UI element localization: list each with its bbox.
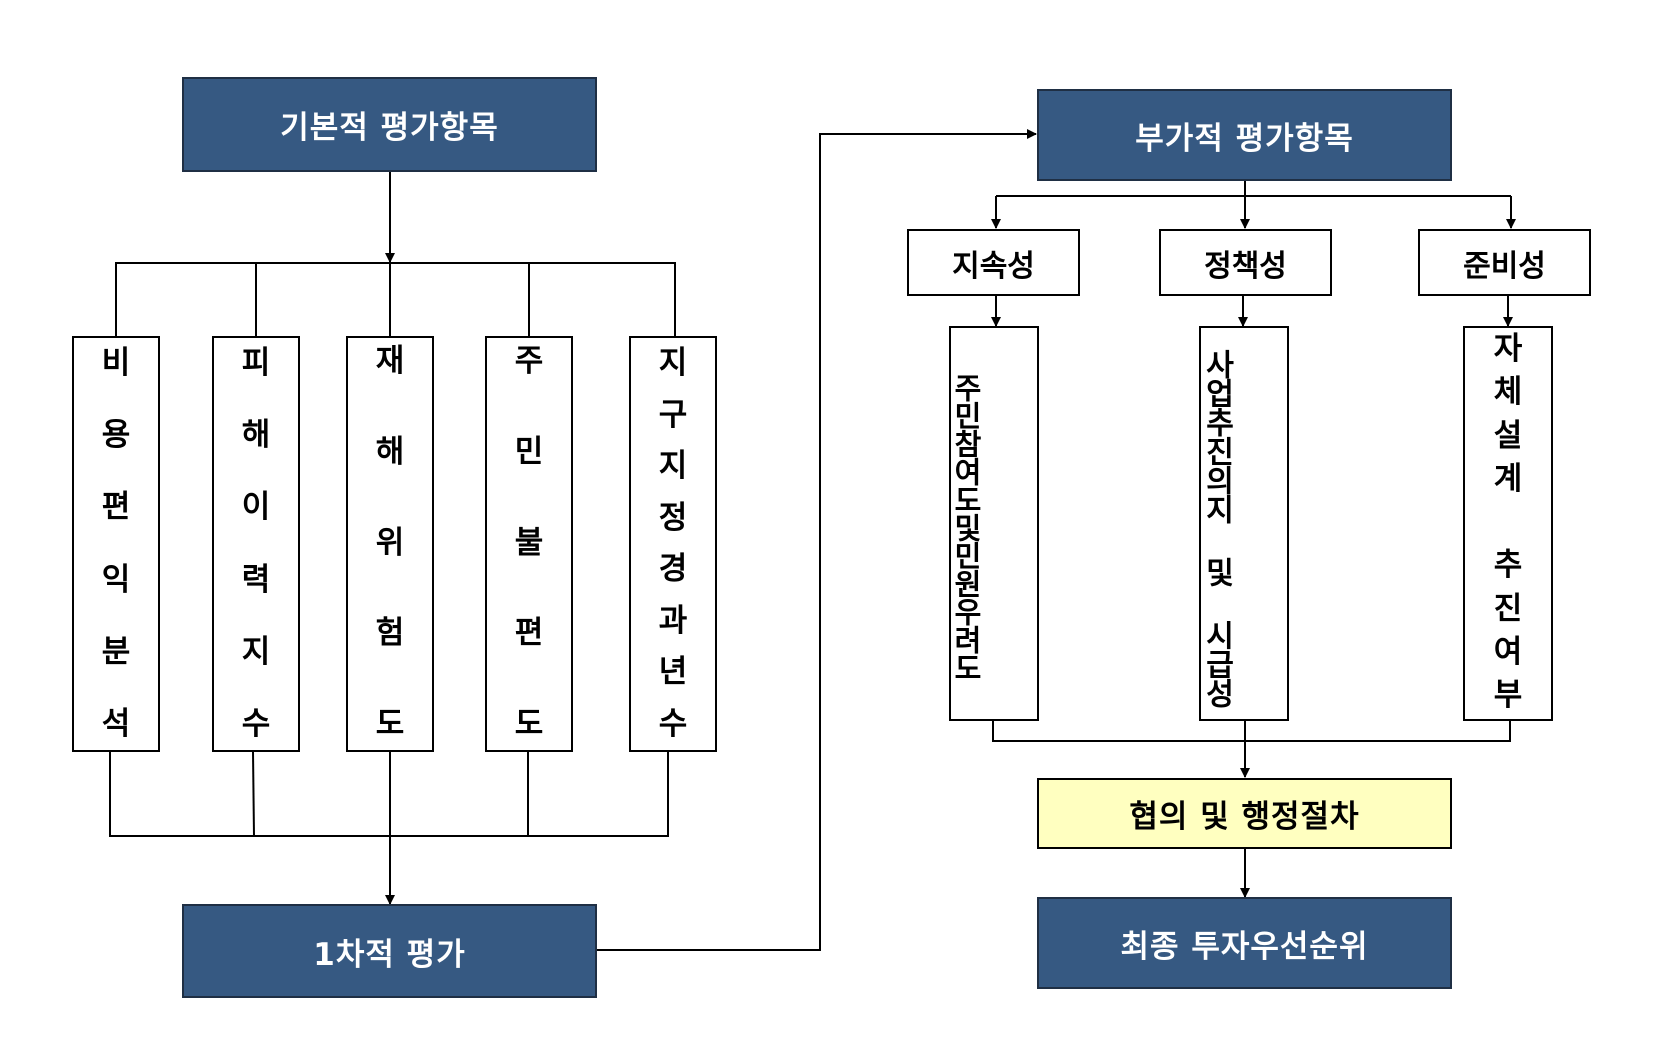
vertical-label-char: 익 (101, 561, 131, 598)
first-evaluation-box: 1차적 평가 (182, 904, 597, 998)
detail-project-will: 사업추진의지 및 시급성 (1199, 326, 1289, 721)
vertical-label-char: 해 (241, 417, 271, 454)
vertical-label-char: 비 (101, 345, 131, 381)
vertical-label-char: 도 (514, 706, 544, 742)
vertical-label-char: 수 (658, 705, 688, 742)
vertical-label-char: 분 (101, 633, 131, 670)
vertical-label-char: 불 (514, 524, 544, 561)
vertical-label-char: 편 (101, 489, 131, 526)
vertical-label-char: 용 (101, 417, 131, 454)
vertical-label-char: 석 (101, 705, 131, 742)
vertical-label-char: 체 (1493, 374, 1523, 411)
vertical-label-char: 험 (375, 615, 405, 652)
basic-evaluation-items-box: 기본적 평가항목 (182, 77, 597, 172)
vertical-label-char: 편 (514, 615, 544, 652)
vertical-label-char: 설 (1493, 417, 1523, 454)
first-evaluation-title: 1차적 평가 (313, 936, 466, 973)
vertical-label-char: 주 (514, 343, 544, 379)
criterion-sustainability-label: 지속성 (952, 248, 1035, 284)
criterion-readiness: 준비성 (1418, 229, 1591, 296)
vertical-label-char: 정 (658, 499, 688, 536)
vertical-label-char: 위 (375, 524, 405, 561)
vertical-label-char: 력 (241, 561, 271, 598)
vertical-label-char: 민 (514, 433, 544, 470)
vertical-label-char: 재 (375, 343, 405, 379)
vertical-label-char: 자 (1493, 331, 1523, 367)
criterion-policy-label: 정책성 (1204, 248, 1287, 284)
consultation-procedure-title: 협의 및 행정절차 (1129, 799, 1360, 835)
final-investment-priority-box: 최종 투자우선순위 (1037, 897, 1452, 989)
vertical-label-char: 지 (241, 633, 271, 670)
vertical-label-char: 추 (1493, 547, 1523, 584)
vertical-label-char: 도 (375, 706, 405, 742)
vertical-label-char (1503, 507, 1514, 538)
vertical-label-char: 피 (241, 345, 271, 381)
final-investment-priority-title: 최종 투자우선순위 (1120, 928, 1369, 965)
detail-project-will-text: 사업추진의지 및 시급성 (1199, 348, 1234, 707)
vertical-label-char: 진 (1493, 590, 1523, 627)
criterion-sustainability: 지속성 (907, 229, 1080, 296)
vertical-label-char: 이 (241, 489, 271, 526)
vertical-label-char: 여 (1493, 633, 1523, 670)
vertical-label-char: 수 (241, 705, 271, 742)
consultation-procedure-box: 협의 및 행정절차 (1037, 778, 1452, 849)
vertical-label-char: 과 (658, 602, 688, 639)
vertical-label-char: 지 (658, 345, 688, 381)
vertical-label-char: 지 (658, 448, 688, 485)
detail-resident-participation-text: 주민참여도및민원우려도 (949, 372, 983, 681)
criterion-readiness-label: 준비성 (1463, 248, 1546, 284)
vertical-label-char: 부 (1493, 677, 1523, 713)
detail-resident-participation: 주민참여도및민원우려도 (949, 326, 1039, 721)
vertical-label-char: 경 (658, 551, 688, 588)
vertical-label-char: 해 (375, 433, 405, 470)
criterion-policy: 정책성 (1159, 229, 1332, 296)
vertical-label-char: 계 (1493, 460, 1523, 497)
basic-evaluation-items-title: 기본적 평가항목 (280, 110, 499, 146)
vertical-label-char: 년 (658, 654, 688, 691)
additional-evaluation-items-title: 부가적 평가항목 (1135, 120, 1354, 157)
vertical-label-char: 구 (658, 396, 688, 433)
additional-evaluation-items-box: 부가적 평가항목 (1037, 89, 1452, 181)
